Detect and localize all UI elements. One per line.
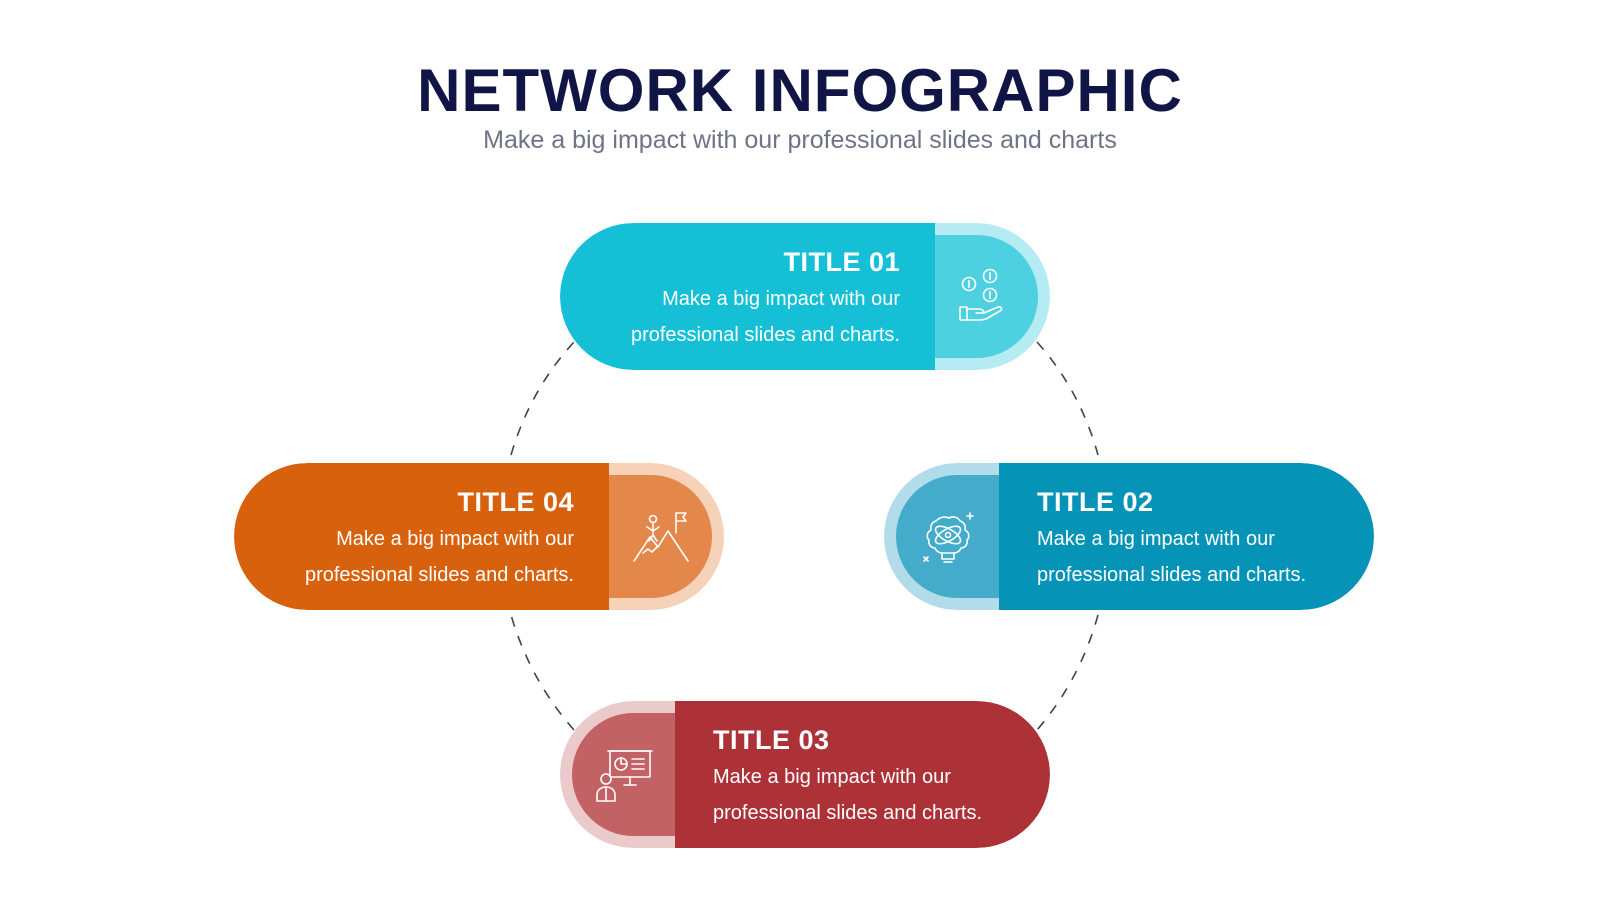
- node-02-title: TITLE 02: [1037, 487, 1154, 517]
- node-04-icon-cap: [609, 475, 712, 598]
- node-04-title: TITLE 04: [457, 487, 574, 517]
- node-04-description: Make a big impact with our professional …: [305, 521, 574, 593]
- node-02-desc-line1: Make a big impact with our: [1037, 528, 1275, 550]
- node-03-title: TITLE 03: [713, 725, 830, 755]
- node-03-text: TITLE 03 Make a big impact with our prof…: [713, 723, 982, 831]
- node-04-text: TITLE 04 Make a big impact with our prof…: [305, 485, 574, 593]
- page-subtitle: Make a big impact with our professional …: [483, 126, 1117, 154]
- node-02-icon-cap: [896, 475, 999, 598]
- node-03-body: [675, 701, 1050, 848]
- connector-01-02: [1036, 341, 1099, 456]
- node-01-desc-line2: professional slides and charts.: [630, 324, 900, 346]
- node-02-description: Make a big impact with our professional …: [1037, 521, 1306, 593]
- connector-03-04: [510, 614, 575, 731]
- node-01-text: TITLE 01 Make a big impact with our prof…: [631, 245, 900, 353]
- node-02-body: [999, 463, 1374, 610]
- connector-04-01: [510, 341, 575, 456]
- brain-bulb-icon: [922, 511, 974, 563]
- node-04-desc-line2: professional slides and charts.: [304, 564, 574, 586]
- network-node-04: TITLE 04 Make a big impact with our prof…: [234, 463, 724, 610]
- node-01-icon-cap: [935, 235, 1038, 358]
- page-title: NETWORK INFOGRAPHIC: [417, 57, 1183, 124]
- node-02-text: TITLE 02 Make a big impact with our prof…: [1037, 485, 1306, 593]
- coins-hand-icon: [958, 268, 1002, 321]
- presentation-icon: [595, 749, 653, 802]
- node-01-body: [560, 223, 935, 370]
- mountain-flag-icon: [632, 511, 689, 562]
- connector-02-03: [1036, 614, 1099, 731]
- node-03-description: Make a big impact with our professional …: [713, 759, 982, 831]
- network-node-03: TITLE 03 Make a big impact with our prof…: [560, 701, 1050, 848]
- network-node-01: TITLE 01 Make a big impact with our prof…: [560, 223, 1050, 370]
- network-node-02: TITLE 02 Make a big impact with our prof…: [884, 463, 1374, 610]
- node-01-title: TITLE 01: [783, 247, 900, 277]
- node-02-desc-line2: professional slides and charts.: [1037, 564, 1307, 586]
- node-01-description: Make a big impact with our professional …: [631, 281, 900, 353]
- node-03-desc-line1: Make a big impact with our: [713, 766, 951, 788]
- node-04-desc-line1: Make a big impact with our: [336, 528, 574, 550]
- node-03-desc-line2: professional slides and charts.: [713, 802, 983, 824]
- node-03-icon-cap: [572, 713, 675, 836]
- node-01-desc-line1: Make a big impact with our: [662, 288, 900, 310]
- node-04-body: [234, 463, 609, 610]
